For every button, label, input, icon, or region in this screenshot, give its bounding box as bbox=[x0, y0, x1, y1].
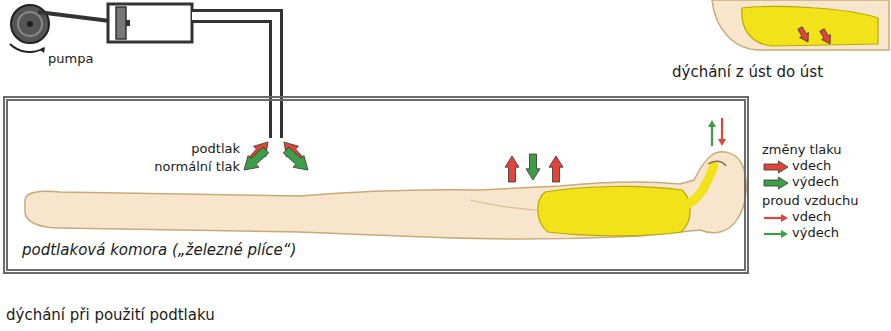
airflow-arrowhead bbox=[718, 139, 726, 146]
airflow-arrow bbox=[764, 233, 782, 235]
pressure-arrow bbox=[764, 161, 788, 173]
legend-entry: vdech bbox=[792, 210, 831, 225]
pressure-label: podtlak bbox=[191, 142, 240, 157]
legend-entry: vdech bbox=[792, 159, 831, 174]
pressure-label: normální tlak bbox=[154, 160, 240, 175]
pressure-arrow bbox=[526, 154, 540, 180]
figure-caption: dýchání z úst do úst bbox=[672, 64, 823, 81]
patient-body bbox=[25, 152, 746, 239]
legend-entry: výdech bbox=[792, 226, 839, 241]
vacuum-chamber: podtlaková komora („železné plíce“) bbox=[3, 96, 749, 274]
legend-entry: výdech bbox=[792, 175, 839, 190]
pump-label: pumpa bbox=[48, 52, 93, 67]
mouth-to-mouth-figure bbox=[712, 0, 889, 50]
airflow-arrow bbox=[764, 217, 782, 219]
pump bbox=[10, 4, 192, 53]
figure-caption: dýchání při použití podtlaku bbox=[6, 307, 215, 324]
airflow-arrowhead bbox=[781, 230, 788, 238]
airflow-arrow bbox=[711, 126, 713, 146]
pressure-arrow bbox=[549, 156, 563, 182]
pressure-arrow bbox=[820, 29, 831, 44]
pressure-arrow bbox=[505, 156, 519, 182]
airflow-arrowhead bbox=[781, 214, 788, 222]
airflow-arrowhead bbox=[708, 120, 716, 127]
pressure-arrow bbox=[798, 27, 809, 42]
airflow-arrow bbox=[721, 118, 723, 140]
pressure-arrow bbox=[244, 147, 269, 170]
pressure-arrow bbox=[764, 177, 788, 189]
legend-heading: změny tlaku bbox=[762, 143, 842, 158]
lungs bbox=[538, 186, 690, 235]
chamber-label: podtlaková komora („železné plíce“) bbox=[22, 241, 296, 259]
legend-heading: proud vzduchu bbox=[762, 194, 859, 209]
air-tube bbox=[192, 16, 276, 140]
pressure-arrow bbox=[283, 147, 308, 170]
